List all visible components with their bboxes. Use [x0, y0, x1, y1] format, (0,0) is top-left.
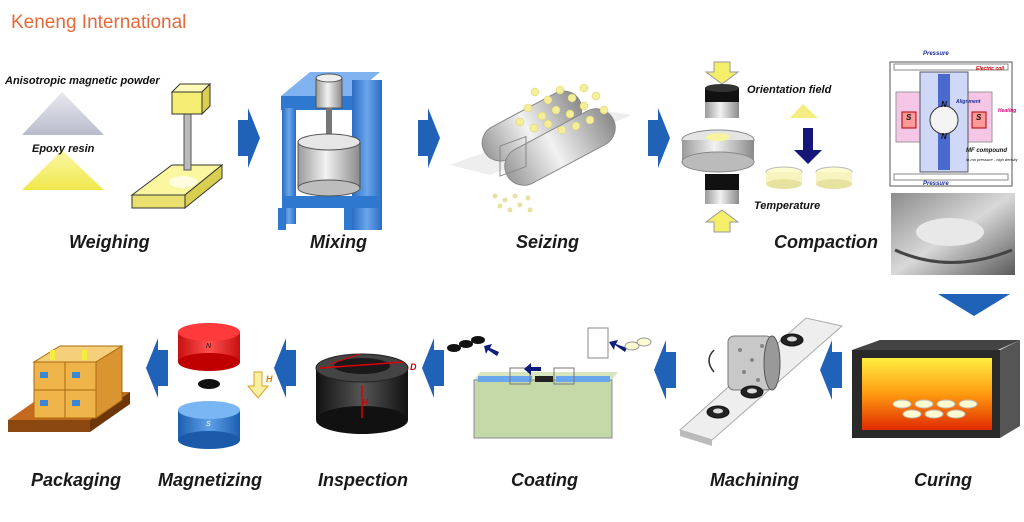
stage-weighing: Weighing	[69, 232, 150, 252]
flow-arrow-9	[146, 338, 168, 398]
resin-label: Epoxy resin	[32, 143, 95, 155]
orientation-label: Orientation field	[747, 84, 832, 96]
stage-magnetizing: Magnetizing	[158, 470, 262, 490]
stage-mixing: Mixing	[310, 232, 367, 252]
stage-seizing: Seizing	[516, 232, 580, 252]
alignment-label: Alignment	[956, 99, 981, 105]
inspection-h-label: H	[362, 398, 368, 407]
pole-n-bottom: N	[941, 132, 947, 141]
inspection-d-label: D	[410, 362, 417, 372]
stage-compaction: Compaction	[774, 232, 879, 252]
pressure-top-label: Pressure	[923, 51, 949, 57]
stage-coating: Coating	[511, 470, 578, 490]
curing-illustration	[852, 340, 1020, 438]
pole-s-right: S	[976, 113, 982, 122]
compaction-illustration	[681, 61, 853, 233]
magnet-n-label: N	[206, 343, 212, 350]
pressure-bottom-label: Pressure	[923, 181, 949, 187]
powder-label: Anisotropic magnetic powder	[5, 75, 160, 87]
flow-arrow-1	[238, 108, 260, 168]
brand-title: Keneng International	[11, 12, 187, 33]
mixing-illustration	[278, 72, 382, 230]
field-h-label: H	[266, 374, 273, 384]
seizing-illustration	[450, 83, 632, 213]
flow-arrow-6	[654, 340, 676, 400]
packaging-illustration	[8, 345, 130, 432]
pole-s-left: S	[906, 113, 912, 122]
machining-illustration	[679, 317, 844, 446]
electric-coil-label: Electric coil	[976, 66, 1005, 72]
pole-n-top: N	[941, 100, 947, 109]
mf-compound-label: MF compound	[966, 148, 1007, 154]
flow-arrow-5	[820, 340, 842, 400]
flow-arrow-7	[422, 338, 444, 398]
coating-illustration	[447, 135, 652, 439]
stage-curing: Curing	[914, 470, 972, 490]
compaction-mold-diagram	[889, 61, 1013, 187]
mf-sub-label: in-mo pressure - high density	[966, 157, 1018, 162]
compaction-photo-highlight	[916, 218, 984, 246]
flow-arrow-8	[274, 338, 296, 398]
temperature-label: Temperature	[754, 200, 821, 212]
heating-label: Heating	[998, 108, 1017, 114]
compaction-photo-rim	[894, 248, 1013, 264]
flow-arrow-4	[938, 294, 1010, 316]
flow-arrow-2	[418, 108, 440, 168]
stage-inspection: Inspection	[318, 470, 409, 490]
inspection-illustration	[315, 353, 409, 434]
magnetizing-illustration	[178, 323, 270, 449]
flow-arrow-3	[648, 108, 670, 168]
weighing-illustration	[22, 82, 224, 210]
magnet-s-label: S	[206, 421, 211, 428]
stage-machining: Machining	[710, 470, 799, 490]
stage-packaging: Packaging	[31, 470, 122, 490]
